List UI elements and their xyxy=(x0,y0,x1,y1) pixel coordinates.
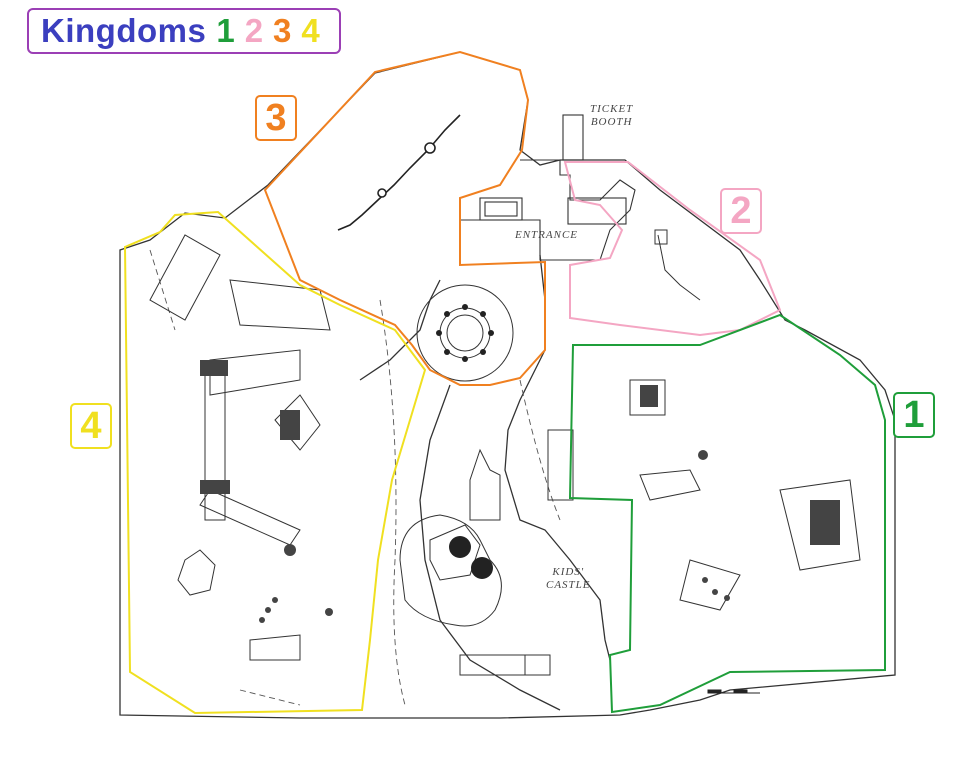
legend-number-4: 4 xyxy=(301,12,320,49)
ticket-booth-building xyxy=(460,114,636,261)
entrance-label: ENTRANCE xyxy=(515,229,579,241)
kingdoms-legend: Kingdoms 1 2 3 4 xyxy=(27,8,341,54)
kingdom-4-playstructure xyxy=(149,234,331,661)
kingdom-4-decks xyxy=(200,360,333,623)
kingdom-3-swings xyxy=(337,114,461,231)
kids-castle-label: KIDS' CASTLE xyxy=(546,566,591,591)
castle-turrets xyxy=(449,536,493,579)
legend-number-2: 2 xyxy=(244,12,264,49)
kingdom-1-boundary xyxy=(568,313,886,714)
kingdom-2-structures xyxy=(654,229,701,301)
zone-label-2: 2 xyxy=(720,188,762,234)
kingdom-3-boundary xyxy=(263,50,546,386)
kingdom-2-boundary xyxy=(563,161,782,337)
kingdom-1-playstructure xyxy=(629,379,861,611)
scale-bar xyxy=(707,689,760,694)
legend-number-1: 1 xyxy=(216,12,235,49)
central-rotunda xyxy=(416,284,514,382)
zone-label-3: 3 xyxy=(255,95,297,141)
rotunda-posts xyxy=(436,304,494,362)
kingdom-1-decks xyxy=(640,385,840,601)
pathway-lines xyxy=(149,249,561,706)
ticket-booth-label: TICKET BOOTH xyxy=(590,103,634,128)
kids-castle-area xyxy=(399,429,574,676)
zone-label-1: 1 xyxy=(893,392,935,438)
site-outline xyxy=(119,51,896,719)
kingdom-4-boundary xyxy=(123,210,427,715)
legend-title: Kingdoms xyxy=(41,12,207,49)
legend-number-3: 3 xyxy=(273,12,292,49)
zone-label-4: 4 xyxy=(70,403,112,449)
